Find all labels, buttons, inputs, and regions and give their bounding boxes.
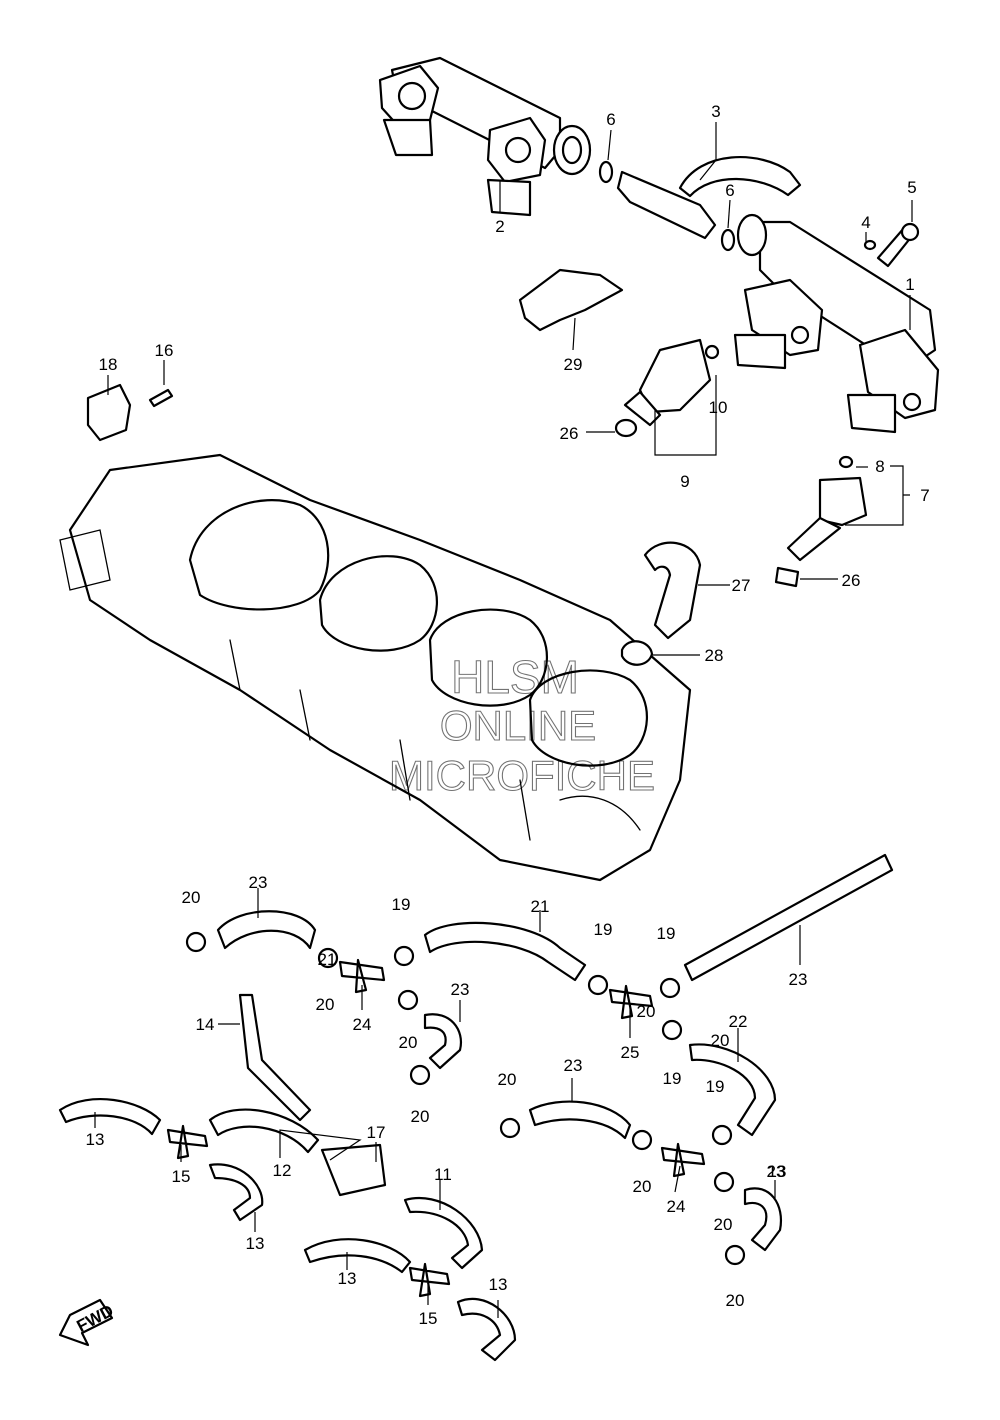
callout-label: 5 <box>907 178 916 197</box>
callout-label: 6 <box>606 110 615 129</box>
callout-label: 23 <box>767 1162 786 1181</box>
callout-label: 23 <box>451 980 470 999</box>
breather-hose <box>643 541 702 640</box>
callout-label: 21 <box>531 897 550 916</box>
callout-label: 21 <box>318 950 337 969</box>
callout-label: 9 <box>680 472 689 491</box>
pipe-clamp <box>518 268 624 332</box>
callout-label: 6 <box>725 181 734 200</box>
callout-label: 19 <box>594 920 613 939</box>
callout-labels: 1 2 3 4 5 6 6 7 8 9 10 11 12 13 13 13 13… <box>86 102 930 1328</box>
callout-label: 23 <box>564 1056 583 1075</box>
throttle-position-sensor <box>86 383 174 442</box>
callout-label: 19 <box>706 1077 725 1096</box>
fuel-delivery-pipe-lower <box>733 213 940 434</box>
callout-label: 10 <box>709 398 728 417</box>
callout-label: 11 <box>434 1165 452 1184</box>
callout-label: 22 <box>729 1012 748 1031</box>
callout-label: 23 <box>249 873 268 892</box>
callout-label: 15 <box>419 1309 438 1328</box>
fuel-injector-upper <box>614 338 720 438</box>
callout-label: 20 <box>498 1070 517 1089</box>
callout-label: 24 <box>667 1197 686 1216</box>
callout-label: 27 <box>732 576 751 595</box>
vacuum-hose-system <box>58 853 894 1362</box>
callout-label: 20 <box>182 888 201 907</box>
watermark-line-3: MICROFICHE <box>389 752 655 799</box>
callout-label: 8 <box>875 457 884 476</box>
callout-label: 20 <box>633 1177 652 1196</box>
callout-label: 20 <box>637 1002 656 1021</box>
callout-label: 19 <box>392 895 411 914</box>
callout-label: 13 <box>768 1162 787 1181</box>
callout-label: 7 <box>920 486 929 505</box>
callout-label: 20 <box>399 1033 418 1052</box>
callout-label: 3 <box>711 102 720 121</box>
callout-label: 13 <box>338 1269 357 1288</box>
fuel-delivery-pipe-upper <box>378 56 592 217</box>
callout-label: 4 <box>861 213 870 232</box>
hose-clips <box>185 931 746 1266</box>
callout-label: 2 <box>495 217 504 236</box>
callout-label: 29 <box>564 355 583 374</box>
callout-label: 20 <box>711 1031 730 1050</box>
callout-label: 20 <box>411 1107 430 1126</box>
t-joints <box>166 958 706 1298</box>
callout-label: 13 <box>489 1275 508 1294</box>
callout-label: 20 <box>726 1291 745 1310</box>
callout-label: 25 <box>621 1043 640 1062</box>
callout-label: 26 <box>560 424 579 443</box>
callout-label: 24 <box>353 1015 372 1034</box>
callout-label: 19 <box>657 924 676 943</box>
callout-label: 23 <box>789 970 808 989</box>
throttle-body <box>59 453 692 882</box>
leader-lines <box>94 122 913 1318</box>
callout-label: 12 <box>273 1161 292 1180</box>
fwd-direction-arrow: FWD <box>58 1298 117 1347</box>
callout-label: 14 <box>196 1015 215 1034</box>
fuel-injector-lower <box>774 455 868 588</box>
callout-label: 26 <box>842 571 861 590</box>
callout-label: 28 <box>705 646 724 665</box>
hose-clamp-28 <box>620 640 654 666</box>
callout-label: 20 <box>316 995 335 1014</box>
callout-label: 1 <box>905 275 914 294</box>
watermark-line-2: ONLINE <box>440 702 596 749</box>
bolt-and-washer <box>863 222 920 268</box>
callout-label: 17 <box>367 1123 386 1142</box>
watermark: HLSM ONLINE MICROFICHE <box>388 650 655 799</box>
callout-label: 19 <box>663 1069 682 1088</box>
callout-label: 16 <box>155 341 174 360</box>
callout-label: 20 <box>714 1215 733 1234</box>
callout-label: 13 <box>246 1234 265 1253</box>
callout-label: 13 <box>86 1130 105 1149</box>
callout-label: 18 <box>99 355 118 374</box>
watermark-line-1: HLSM <box>451 651 579 703</box>
callout-label: 15 <box>172 1167 191 1186</box>
